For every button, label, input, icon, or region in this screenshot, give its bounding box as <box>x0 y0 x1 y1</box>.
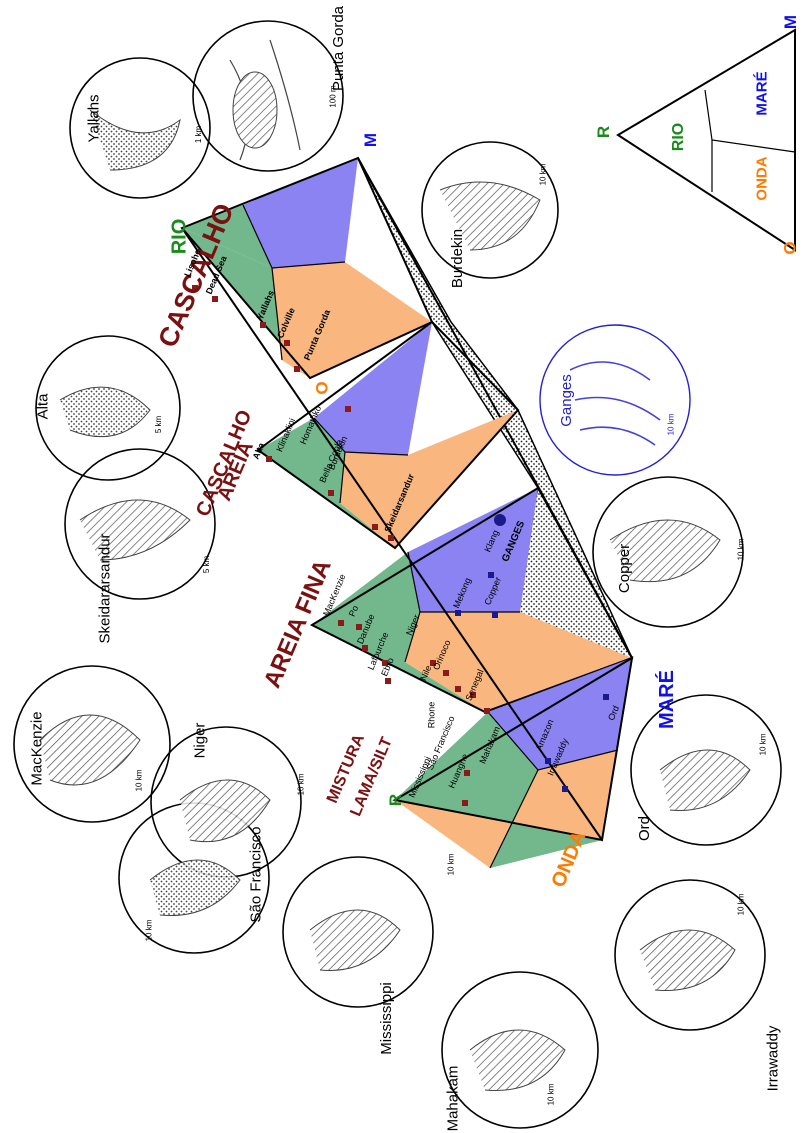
legend-river: RIO <box>670 123 688 151</box>
corner-m: M <box>361 133 381 147</box>
map-scale-mahakam: 10 km <box>546 1084 555 1106</box>
map-scale-burdekin: 10 km <box>538 164 547 186</box>
label-river-top: RIO <box>168 219 191 255</box>
map-scale-skeidararsandur: 5 km <box>202 556 211 573</box>
map-label-niger: Niger <box>191 723 208 759</box>
map-label-irrawaddy: Irrawaddy <box>764 1026 781 1092</box>
map-scale-mackenzie: 10 km <box>134 770 143 792</box>
delta-rhone: Rhone <box>426 702 436 729</box>
legend-wave: ONDA <box>754 156 771 200</box>
map-label-punta-gorda: Punta Gorda <box>330 6 347 91</box>
map-scale-punta-gorda: 100 m <box>329 85 338 107</box>
map-label-burdekin: Burdekin <box>449 229 466 288</box>
map-label-ganges: Ganges <box>558 374 575 427</box>
map-scale-irrawaddy: 10 km <box>736 894 745 916</box>
map-scale-sao-francisco: 10 km <box>144 920 153 942</box>
map-scale-mississippi: 10 km <box>446 854 455 876</box>
corner-r: R <box>386 794 406 806</box>
legend-tide: MARÉ <box>754 71 771 115</box>
legend-o: O <box>781 241 801 254</box>
label-tide-side: MARÉ <box>656 670 679 729</box>
map-label-mississippi: Mississippi <box>378 982 395 1055</box>
map-scale-yallahs: 1 km <box>194 126 203 143</box>
map-label-ord: Ord <box>636 816 653 841</box>
map-label-sao-francisco: São Francisco <box>247 827 264 923</box>
map-label-alta: Alta <box>34 394 51 420</box>
map-label-yallahs: Yallahs <box>86 94 103 142</box>
map-label-mahakam: Mahakam <box>444 1066 461 1132</box>
process-legend <box>618 30 795 250</box>
map-label-skeidararsandur: Skeidararsandur <box>97 533 114 643</box>
map-label-copper: Copper <box>616 544 633 593</box>
legend-m: M <box>781 15 801 29</box>
map-scale-alta: 5 km <box>154 416 163 433</box>
map-label-mackenzie: MacKenzie <box>29 711 46 785</box>
map-scale-niger: 10 km <box>296 774 305 796</box>
corner-o: O <box>313 381 333 394</box>
map-scale-ord: 10 km <box>758 734 767 756</box>
map-scale-ganges: 10 km <box>666 414 675 436</box>
map-scale-copper: 10 km <box>736 539 745 561</box>
legend-r: R <box>594 126 614 138</box>
